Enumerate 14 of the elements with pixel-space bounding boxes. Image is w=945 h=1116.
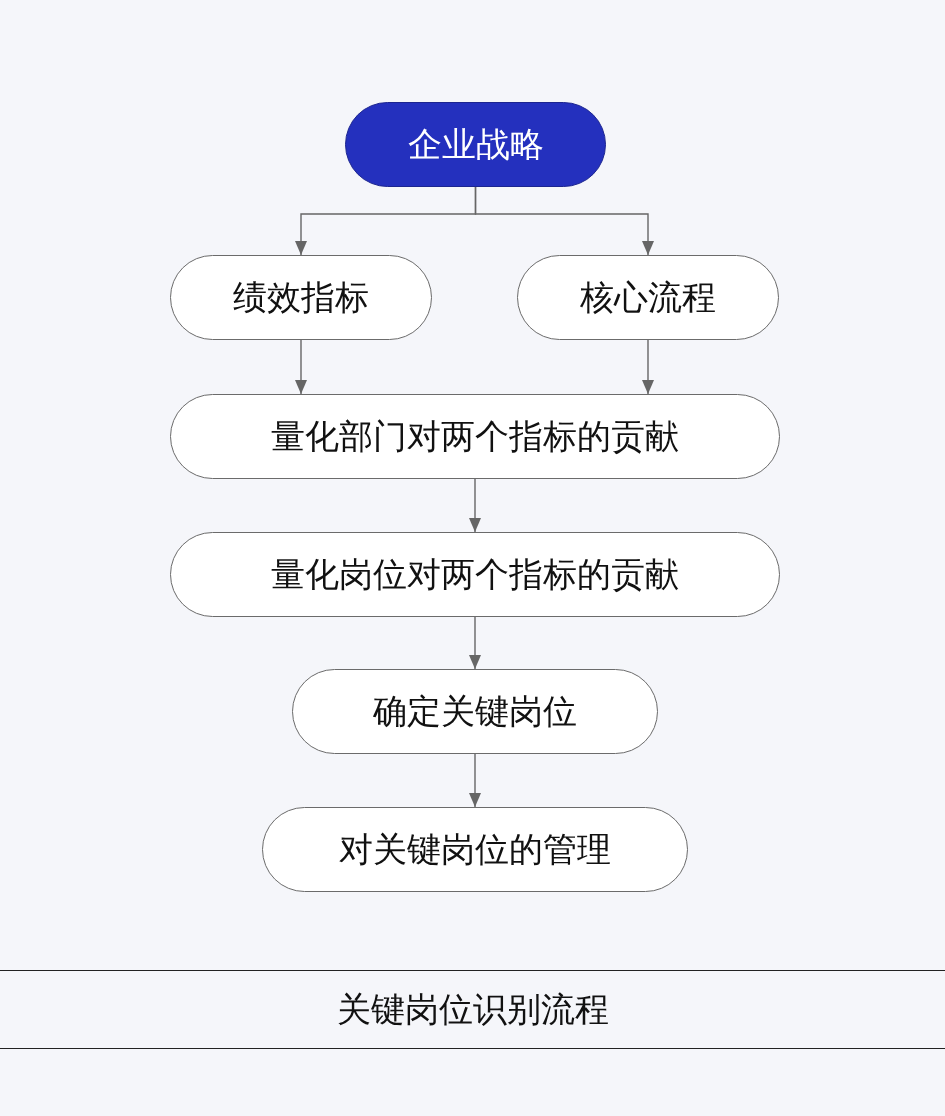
caption: 关键岗位识别流程 [336,988,609,1031]
arrow [295,339,307,395]
node-label: 量化岗位对两个指标的贡献 [271,553,679,596]
node-label: 对关键岗位的管理 [339,828,611,871]
arrow [474,186,654,256]
node-label: 核心流程 [580,276,716,319]
node-label: 量化部门对两个指标的贡献 [271,415,679,458]
node-label: 企业战略 [407,123,544,166]
arrow [469,616,481,670]
node-label: 绩效指标 [233,276,369,319]
arrow [469,478,481,533]
arrow [469,753,481,808]
node-label: 确定关键岗位 [373,690,577,733]
arrow [642,339,654,395]
